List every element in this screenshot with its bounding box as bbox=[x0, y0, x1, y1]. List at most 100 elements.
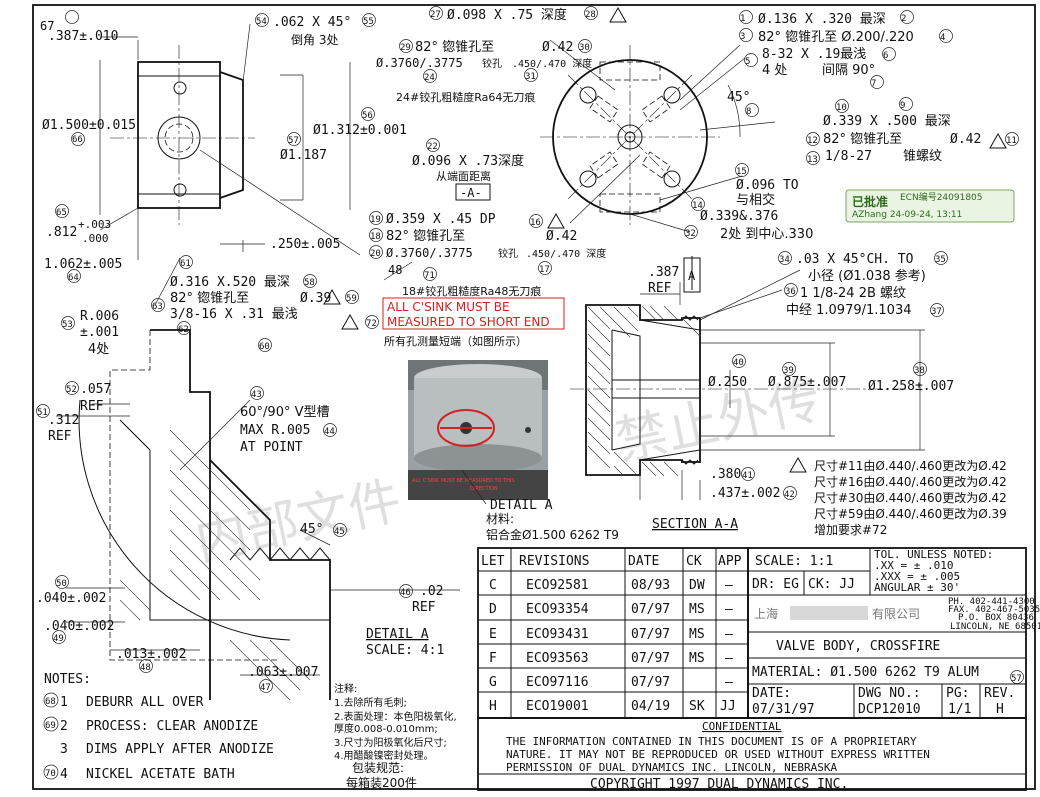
scale-field: SCALE: 1:1 bbox=[755, 554, 833, 569]
revision-field: H bbox=[996, 702, 1004, 717]
confidential-line3: PERMISSION OF DUAL DYNAMICS INC. LINCOLN… bbox=[506, 761, 838, 774]
angle-45-detail: 45° bbox=[300, 522, 323, 537]
svg-text:E: E bbox=[489, 627, 497, 642]
cut-a-marker: A bbox=[688, 269, 696, 283]
note-3: DIMS APPLY AFTER ANODIZE bbox=[86, 742, 274, 757]
detail-a-callout: DETAIL A bbox=[490, 498, 553, 513]
svg-text:8: 8 bbox=[746, 107, 751, 117]
svg-text:PG:: PG: bbox=[946, 686, 969, 701]
svg-text:REF: REF bbox=[412, 600, 436, 615]
svg-text:JJ: JJ bbox=[720, 699, 736, 714]
svg-text:材料:: 材料: bbox=[486, 512, 514, 526]
change-note-4: 尺寸#59由Ø.440/.460更改为Ø.39 bbox=[814, 507, 1007, 521]
material-cn: 铝合金Ø1.500 6262 T9 bbox=[486, 527, 619, 542]
svg-text:2: 2 bbox=[60, 719, 68, 734]
svg-text:53: 53 bbox=[62, 320, 73, 330]
svg-text:57: 57 bbox=[1011, 674, 1022, 684]
svg-text:4: 4 bbox=[60, 767, 68, 782]
svg-text:42: 42 bbox=[784, 490, 795, 500]
svg-text:+.003: +.003 bbox=[78, 218, 111, 231]
svg-text:68: 68 bbox=[45, 697, 56, 707]
svg-text:—: — bbox=[725, 651, 733, 666]
svg-text:24: 24 bbox=[424, 73, 435, 83]
svg-text:27: 27 bbox=[430, 10, 441, 20]
red-note-line1: ALL C'SINK MUST BE bbox=[387, 300, 510, 314]
notes-block: NOTES: 68 1 DEBURR ALL OVER 69 2 PROCESS… bbox=[43, 672, 457, 790]
svg-text:70: 70 bbox=[45, 769, 56, 779]
drawing-date: 07/31/97 bbox=[752, 702, 815, 717]
svg-text:40: 40 bbox=[733, 358, 744, 368]
svg-text:2处 到中心.330: 2处 到中心.330 bbox=[720, 227, 813, 242]
detail-a-view bbox=[56, 329, 460, 701]
svg-text:.000: .000 bbox=[82, 232, 109, 245]
sheet-border bbox=[32, 4, 1036, 790]
svg-text:AT POINT: AT POINT bbox=[240, 440, 303, 455]
svg-text:30: 30 bbox=[579, 43, 590, 53]
dim-od: Ø1.500±0.015 bbox=[42, 118, 136, 133]
svg-text:±.001: ±.001 bbox=[80, 325, 119, 340]
rev-header-let: LET bbox=[481, 554, 505, 569]
thread-1-8-27: 1/8-27 bbox=[825, 149, 872, 164]
svg-text:2: 2 bbox=[901, 14, 906, 24]
svg-text:F: F bbox=[489, 651, 497, 666]
svg-text:ECN编号24091805: ECN编号24091805 bbox=[900, 191, 983, 203]
svg-text:48: 48 bbox=[140, 663, 151, 673]
datum-a: -A- bbox=[460, 186, 482, 200]
svg-text:MS: MS bbox=[689, 602, 705, 617]
svg-text:34: 34 bbox=[779, 255, 790, 265]
svg-text:ECO92581: ECO92581 bbox=[526, 578, 589, 593]
svg-text:5: 5 bbox=[745, 57, 750, 67]
dim-port-359: Ø.359 X .45 DP bbox=[386, 212, 496, 227]
note-cn-3: 3.尺寸为阳极氧化后尺寸; bbox=[334, 736, 447, 749]
svg-text:ALL C'SINK MUST BE MEASURED TO: ALL C'SINK MUST BE MEASURED TO THIS bbox=[412, 478, 515, 484]
svg-text:ECO97116: ECO97116 bbox=[526, 675, 589, 690]
v-groove-note: 60°/90° V型槽 bbox=[240, 405, 330, 420]
thread-1-1-8-24: 1 1/8-24 2B 螺纹 bbox=[800, 286, 906, 301]
svg-text:16: 16 bbox=[530, 218, 541, 228]
svg-text:DIRECTION: DIRECTION bbox=[470, 486, 498, 492]
svg-text:43: 43 bbox=[251, 390, 262, 400]
svg-text:Ø.3760/.3775: Ø.3760/.3775 bbox=[386, 246, 473, 260]
dim-057: .057 bbox=[80, 382, 111, 397]
dim-d875: Ø.875±.007 bbox=[768, 375, 846, 390]
dim-063: .063±.007 bbox=[248, 665, 318, 680]
material-field: MATERIAL: Ø1.500 6262 T9 ALUM bbox=[752, 665, 979, 680]
svg-text:4处: 4处 bbox=[88, 342, 109, 357]
svg-text:DWG NO.:: DWG NO.: bbox=[858, 686, 921, 701]
svg-text:19: 19 bbox=[370, 215, 381, 225]
svg-text:.XXX = ± .005: .XXX = ± .005 bbox=[874, 570, 960, 583]
page-field: 1/1 bbox=[948, 702, 971, 717]
dim-hole-339-376: Ø.339&.376 bbox=[700, 209, 778, 224]
svg-text:07/97: 07/97 bbox=[631, 675, 670, 690]
note-1: DEBURR ALL OVER bbox=[86, 695, 204, 710]
note-2: PROCESS: CLEAR ANODIZE bbox=[86, 719, 258, 734]
svg-text:45: 45 bbox=[334, 527, 345, 537]
svg-text:13: 13 bbox=[807, 155, 818, 165]
dim-hole-339: Ø.339 X .500 最深 bbox=[823, 114, 951, 129]
svg-text:Ø.42: Ø.42 bbox=[950, 132, 981, 147]
svg-text:28: 28 bbox=[585, 10, 596, 20]
svg-text:12: 12 bbox=[807, 136, 818, 146]
dim-013: .013±.002 bbox=[116, 647, 186, 662]
svg-text:17: 17 bbox=[539, 265, 550, 275]
chamfer-note-cn: 倒角 3处 bbox=[291, 33, 338, 47]
part-name: VALVE BODY, CROSSFIRE bbox=[776, 639, 940, 654]
red-note-line2: MEASURED TO SHORT END bbox=[387, 315, 550, 329]
svg-text:7: 7 bbox=[871, 79, 876, 89]
svg-text:Ø.3760/.3775: Ø.3760/.3775 bbox=[376, 56, 463, 70]
dim-1312: Ø1.312±0.001 bbox=[313, 123, 407, 138]
note-cn-1: 1.去除所有毛刺; bbox=[334, 696, 407, 709]
finish-note-24: 24#铰孔粗糙度Ra64无刀痕 bbox=[396, 90, 535, 104]
svg-text:SK: SK bbox=[689, 699, 705, 714]
change-note-1: 尺寸#11由Ø.440/.460更改为Ø.42 bbox=[814, 459, 1007, 473]
svg-text:44: 44 bbox=[324, 427, 335, 437]
svg-text:已批准: 已批准 bbox=[852, 194, 888, 209]
side-view bbox=[99, 23, 361, 306]
fax: FAX. 402-467-5035 bbox=[948, 605, 1040, 615]
rev-header-revisions: REVISIONS bbox=[519, 554, 589, 569]
dim-hole-136: Ø.136 X .320 最深 bbox=[758, 12, 886, 27]
end-view bbox=[540, 39, 776, 233]
dim-chamfer-03: .03 X 45°CH. TO bbox=[796, 252, 914, 267]
